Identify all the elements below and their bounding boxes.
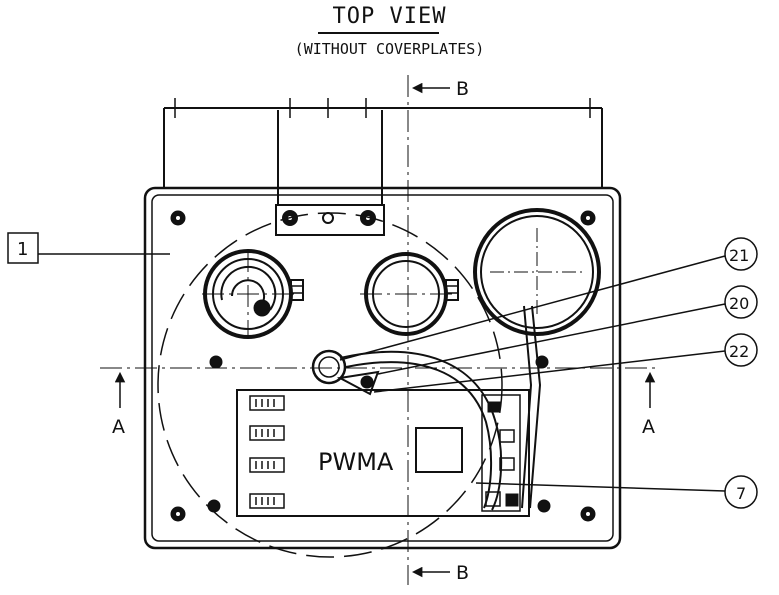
corner-holes	[170, 210, 596, 522]
transformer-block	[415, 427, 463, 473]
dashed-pitch-circle	[157, 212, 503, 558]
pwma-board	[236, 389, 530, 517]
callout-21	[339, 237, 758, 361]
section-b-top-label: B	[456, 78, 469, 100]
callout-20	[377, 285, 758, 375]
title-underline	[318, 32, 439, 34]
callout-1-label: 1	[17, 239, 28, 260]
connector-strip	[481, 394, 521, 512]
callout-7	[475, 475, 758, 509]
section-a-left-label: A	[112, 416, 125, 438]
section-a-right-label: A	[642, 416, 655, 438]
cable-gland	[311, 349, 380, 396]
section-b-bottom-label: B	[456, 562, 469, 584]
drawing-title: TOP VIEW	[332, 4, 447, 29]
board-label: PWMA	[318, 448, 394, 476]
callout-21-label: 21	[729, 246, 749, 265]
drawing-subtitle: (WITHOUT COVERPLATES)	[294, 40, 485, 58]
callout-22	[373, 333, 758, 393]
rear-housing	[163, 98, 603, 188]
callout-7-label: 7	[736, 484, 746, 503]
centerlines	[100, 75, 660, 585]
cable-ducts	[339, 305, 542, 511]
right-port	[473, 208, 601, 336]
drawing-header: TOP VIEW (WITHOUT COVERPLATES)	[0, 0, 779, 70]
hinge-block	[275, 110, 385, 236]
terminal-blocks	[249, 395, 285, 509]
callout-22-label: 22	[729, 342, 749, 361]
callout-1	[7, 232, 170, 264]
callout-20-label: 20	[729, 294, 749, 313]
